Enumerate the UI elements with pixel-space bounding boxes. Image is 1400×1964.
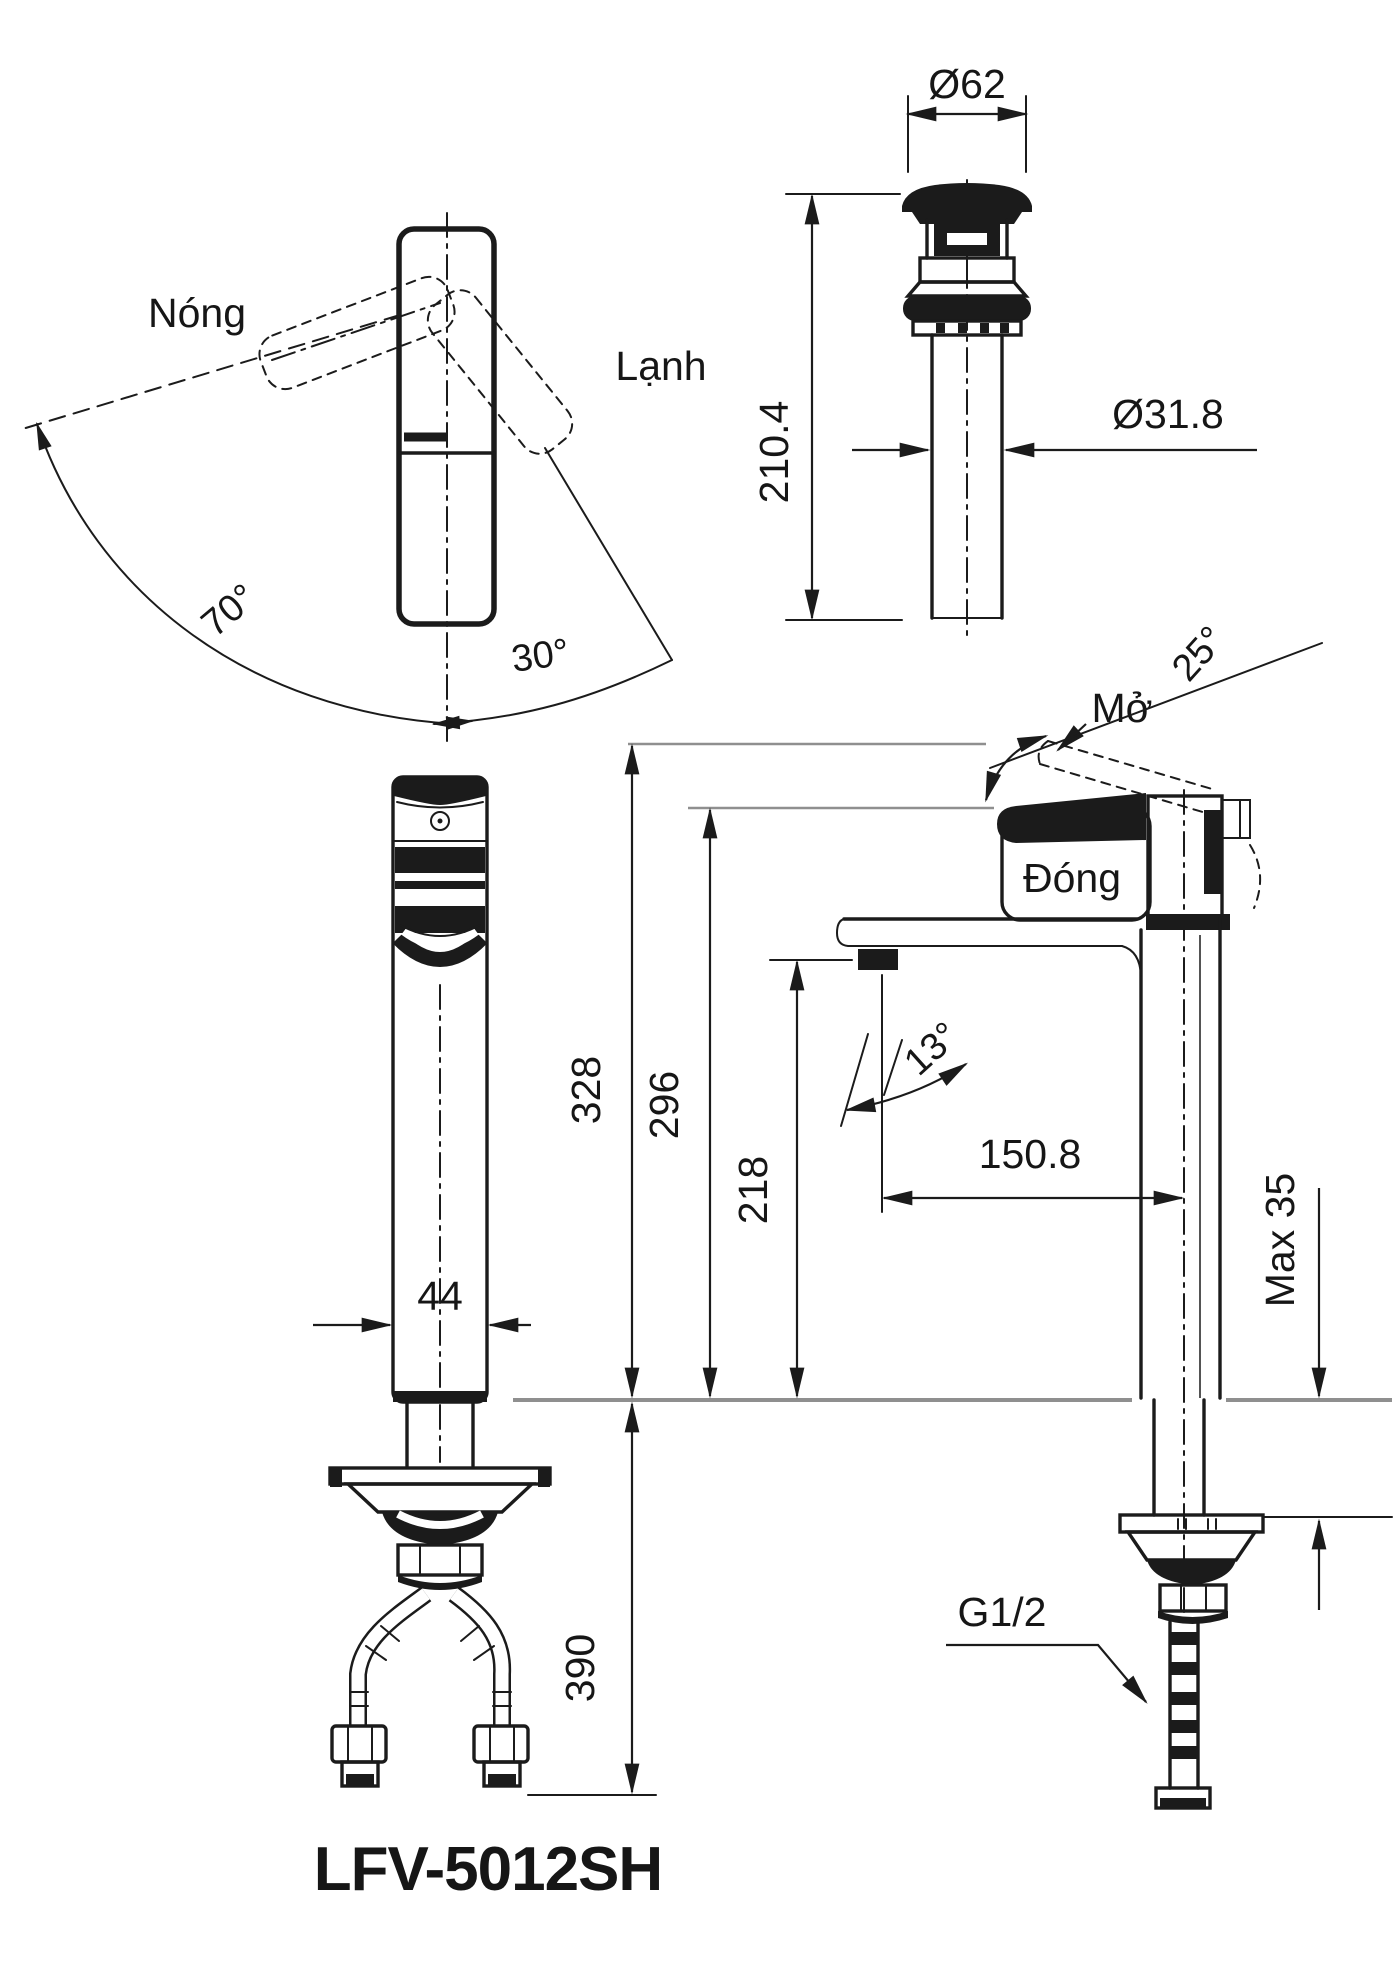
hose-left-fitting	[330, 1724, 388, 1764]
close-label: Đóng	[1023, 855, 1121, 901]
drain-tube-diameter-label: Ø31.8	[1112, 391, 1224, 437]
faucet-front-view: 44 390	[313, 775, 657, 1796]
cold-label: Lạnh	[615, 343, 706, 389]
open-lever-ghost	[1047, 740, 1213, 790]
drain-cap	[902, 183, 1032, 212]
cold-limit-ray	[544, 447, 673, 661]
drain-cap-diameter-label: Ø62	[928, 61, 1006, 107]
front-mounting-nut	[396, 1543, 484, 1577]
front-mounting-flange	[328, 1466, 552, 1486]
handle-rotation-diagram: Nóng Lạnh 70° 30°	[18, 212, 707, 747]
side-mounting-flange	[1118, 1513, 1265, 1534]
outlet-angle-arc	[844, 1062, 969, 1113]
front-handle-cap	[394, 778, 486, 805]
drain-collar	[903, 296, 1031, 321]
drain-height-label: 210.4	[751, 401, 797, 504]
hot-angle-label: 70°	[194, 576, 265, 645]
open-angle-label: 25°	[1164, 619, 1234, 690]
hose-right-fitting	[472, 1724, 530, 1764]
front-screw-hole	[430, 811, 450, 831]
open-label: Mở	[1091, 685, 1152, 731]
hot-limit-ray	[18, 314, 401, 431]
hose-length-label: 390	[557, 1634, 603, 1702]
lever-angle-leader	[989, 642, 1323, 769]
swing-arc-center-arrow	[445, 716, 475, 730]
model-number-text: LFV-5012SH	[314, 1835, 662, 1904]
total-height-label: 328	[563, 1056, 609, 1124]
faucet-side-view: Mở 25° Đóng 13° 328 296	[513, 619, 1393, 1810]
front-spout-block	[395, 906, 485, 933]
body-width-label: 44	[417, 1273, 463, 1319]
model-number: LFV-5012SH	[314, 1835, 663, 1904]
swing-arc-left	[36, 421, 456, 725]
cold-handle-ghost	[426, 289, 574, 455]
hot-axis-line	[271, 302, 441, 361]
drain-assembly-view: Ø62 210.4 Ø31.8	[751, 61, 1257, 641]
thread-label: G1/2	[958, 1589, 1047, 1635]
spout-angle-label: 13°	[897, 1014, 968, 1084]
front-band	[395, 847, 485, 873]
thread-leader-line	[946, 1643, 1148, 1704]
outlet-height-label: 218	[730, 1156, 776, 1224]
front-body-base	[393, 1391, 487, 1402]
reach-label: 150.8	[979, 1131, 1082, 1177]
side-lever-closed	[997, 793, 1146, 843]
handle-body	[396, 226, 497, 627]
lever-angle-arc	[984, 734, 1049, 803]
hot-handle-ghost	[258, 275, 456, 391]
hot-label: Nóng	[148, 290, 246, 336]
side-aerator	[858, 949, 898, 970]
cold-angle-label: 30°	[509, 631, 572, 681]
spout-height-label: 296	[641, 1071, 687, 1139]
side-mounting-nut	[1158, 1583, 1228, 1613]
deck-max-label: Max 35	[1257, 1173, 1303, 1307]
